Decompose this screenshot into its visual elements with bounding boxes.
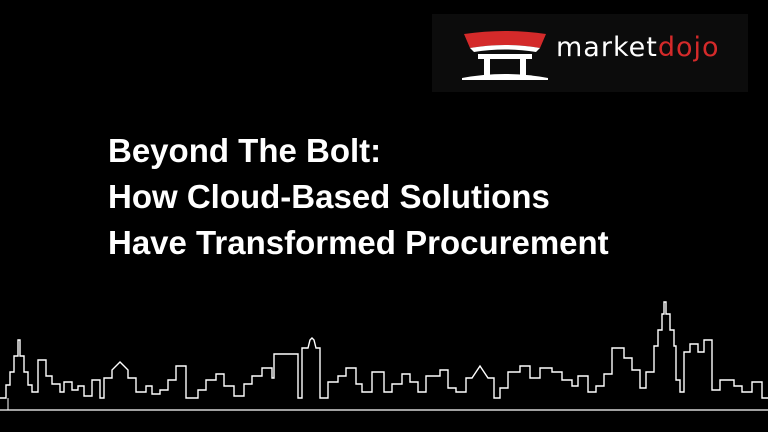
city-skyline-outline — [0, 301, 768, 411]
title-line-2: How Cloud-Based Solutions — [108, 178, 550, 215]
logo-wordmark-dojo: dojo — [657, 32, 720, 63]
title-line-1: Beyond The Bolt: — [108, 132, 382, 169]
slide-title: Beyond The Bolt: How Cloud-Based Solutio… — [108, 128, 728, 266]
logo-wordmark-market: market — [556, 32, 658, 63]
title-line-3: Have Transformed Procurement — [108, 224, 609, 261]
logo-wordmark: marketdojo — [556, 34, 720, 61]
market-dojo-logo: marketdojo — [432, 14, 748, 92]
pagoda-gate-icon — [462, 31, 548, 80]
